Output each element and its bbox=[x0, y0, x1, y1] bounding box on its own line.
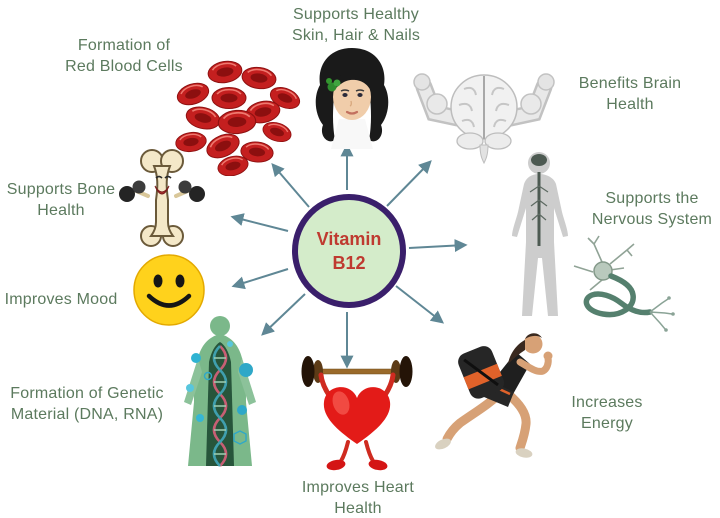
ponytail bbox=[508, 340, 525, 364]
label-brain-health: Benefits Brain Health bbox=[578, 75, 682, 114]
label-skin-hair-nails: Supports Healthy Skin, Hair & Nails bbox=[291, 6, 421, 45]
label-mood: Improves Mood bbox=[4, 291, 118, 308]
brain-muscles-icon bbox=[413, 73, 555, 165]
label-red-blood-cells: Formation of Red Blood Cells bbox=[65, 37, 183, 76]
vitamin-b12-center: Vitamin B12 bbox=[292, 194, 406, 308]
dna-helix bbox=[212, 345, 228, 467]
face-shape bbox=[333, 74, 371, 120]
dna-body-icon bbox=[184, 316, 256, 467]
smiley-face-icon bbox=[133, 254, 205, 326]
brain-highlight bbox=[531, 154, 547, 166]
label-genetic-material: Formation of Genetic Material (DNA, RNA) bbox=[10, 385, 164, 424]
heart-barbell-icon bbox=[301, 356, 413, 471]
vitamin-b12-label: Vitamin B12 bbox=[316, 228, 382, 273]
woman-face-icon bbox=[315, 48, 389, 149]
front-arm bbox=[516, 354, 552, 375]
runner-head bbox=[523, 334, 543, 354]
blouse-shape bbox=[331, 119, 373, 149]
arrow-to-brain bbox=[386, 160, 432, 207]
bone-dumbbells-icon bbox=[119, 149, 205, 247]
label-energy: Increases Energy bbox=[571, 394, 643, 433]
dumbbell-right bbox=[178, 180, 205, 202]
molecule-dots bbox=[186, 341, 253, 445]
label-bone-health: Supports Bone Health bbox=[6, 181, 116, 220]
arrow-to-nervous-system bbox=[408, 239, 468, 253]
neuron bbox=[573, 235, 675, 332]
arrow-to-energy bbox=[395, 285, 445, 324]
dumbbell-left bbox=[119, 180, 146, 202]
label-heart-health: Improves Heart Health bbox=[301, 479, 415, 518]
nervous-system-icon bbox=[512, 152, 675, 332]
back-leg bbox=[442, 387, 507, 444]
arrow-to-dna bbox=[261, 293, 306, 336]
arrow-to-red-blood-cells bbox=[271, 163, 310, 208]
arrow-to-bone bbox=[230, 213, 289, 232]
backpack bbox=[458, 346, 505, 399]
front-leg bbox=[503, 389, 531, 453]
label-nervous-system: Supports the Nervous System bbox=[591, 190, 713, 229]
runner-icon bbox=[435, 333, 553, 458]
arrow-to-mood bbox=[231, 268, 289, 290]
